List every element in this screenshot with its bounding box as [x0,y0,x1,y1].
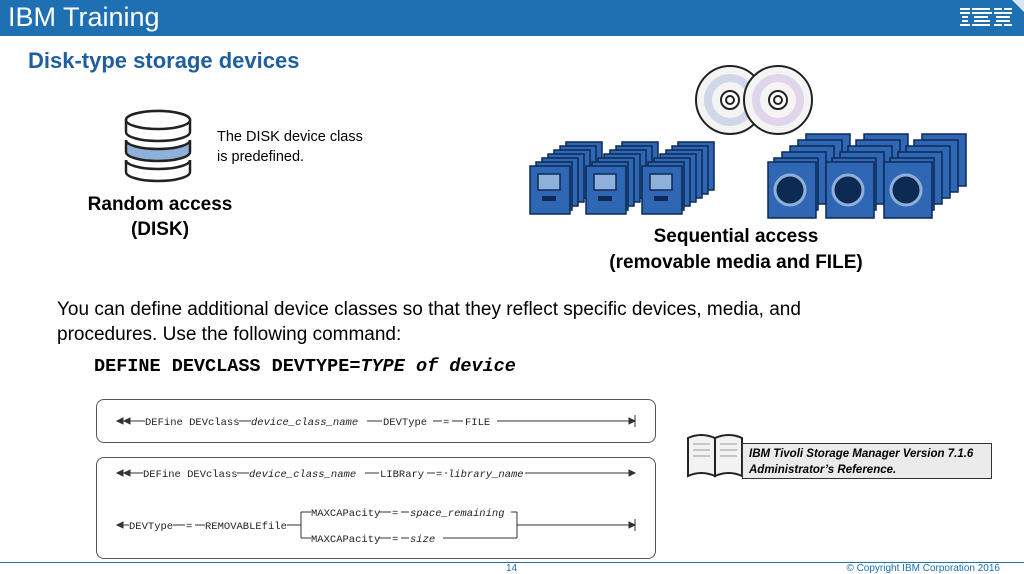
syntax-diagram-file: DEFine DEVclass device_class_name DEVTyp… [96,399,656,443]
command-italic: TYPE of device [360,356,516,377]
syntax2-var-spaceremaining: space_remaining [410,508,505,520]
copyright-text: © Copyright IBM Corporation 2016 [846,563,1000,574]
syntax2-equals-4: = [392,534,398,546]
tape-cartridges-left-icon [529,141,715,215]
page-number: 14 [506,563,518,574]
syntax-diagram-removable: DEFine DEVclass device_class_name LIBRar… [96,457,656,559]
brand-title: IBM Training [8,2,160,32]
sequential-access-label: Sequential access [653,226,819,247]
disk-note-line1: The DISK device class [217,129,363,145]
syntax2-keyword-devtype: DEVType [129,521,173,533]
disk-note-line2: is predefined. [217,149,305,165]
tape-cartridges-right-icon [767,133,967,219]
sequential-access-sublabel: (removable media and FILE) [609,252,863,273]
reference-line2: Administrator’s Reference. [749,464,897,476]
disk-stack-icon [124,109,192,183]
syntax2-equals-2: = [186,521,192,533]
ibm-logo-icon [960,8,1012,26]
optical-discs-icon [695,65,813,135]
syntax2-equals-3: = [392,508,398,520]
corner-fold [1012,0,1024,12]
command-example: DEFINE DEVCLASS DEVTYPE=TYPE of device [94,356,516,377]
syntax2-keyword-define: DEFine DEVclass [143,469,238,481]
syntax1-keyword-file: FILE [465,417,490,429]
syntax2-keyword-maxcap-1: MAXCAPacity [311,508,380,520]
syntax2-keyword-removablefile: REMOVABLEfile [205,521,287,533]
syntax2-keyword-library: LIBRary [380,469,424,481]
reference-line1: IBM Tivoli Storage Manager Version 7.1.6 [749,448,974,460]
reference-box: IBM Tivoli Storage Manager Version 7.1.6… [742,443,992,479]
syntax2-var-libraryname: library_name [448,469,524,481]
syntax1-equals: = [443,417,449,429]
slide-title: Disk-type storage devices [28,48,300,73]
random-access-label: Random access [87,194,233,215]
syntax2-var-classname: device_class_name [249,469,356,481]
syntax2-var-size: size [410,534,435,546]
syntax1-var-classname: device_class_name [251,417,358,429]
syntax2-keyword-maxcap-2: MAXCAPacity [311,534,380,546]
body-text-line2: procedures. Use the following command: [57,324,402,345]
header-banner: IBM Training [0,0,1024,36]
random-access-sublabel: (DISK) [130,219,190,240]
command-plain: DEFINE DEVCLASS DEVTYPE= [94,356,361,377]
syntax1-keyword-devtype: DEVType [383,417,427,429]
syntax1-keyword-define: DEFine DEVclass [145,417,240,429]
footer-divider [0,562,1024,563]
book-icon [687,434,743,478]
syntax2-equals-1: = [436,469,442,481]
body-text-line1: You can define additional device classes… [57,299,801,320]
